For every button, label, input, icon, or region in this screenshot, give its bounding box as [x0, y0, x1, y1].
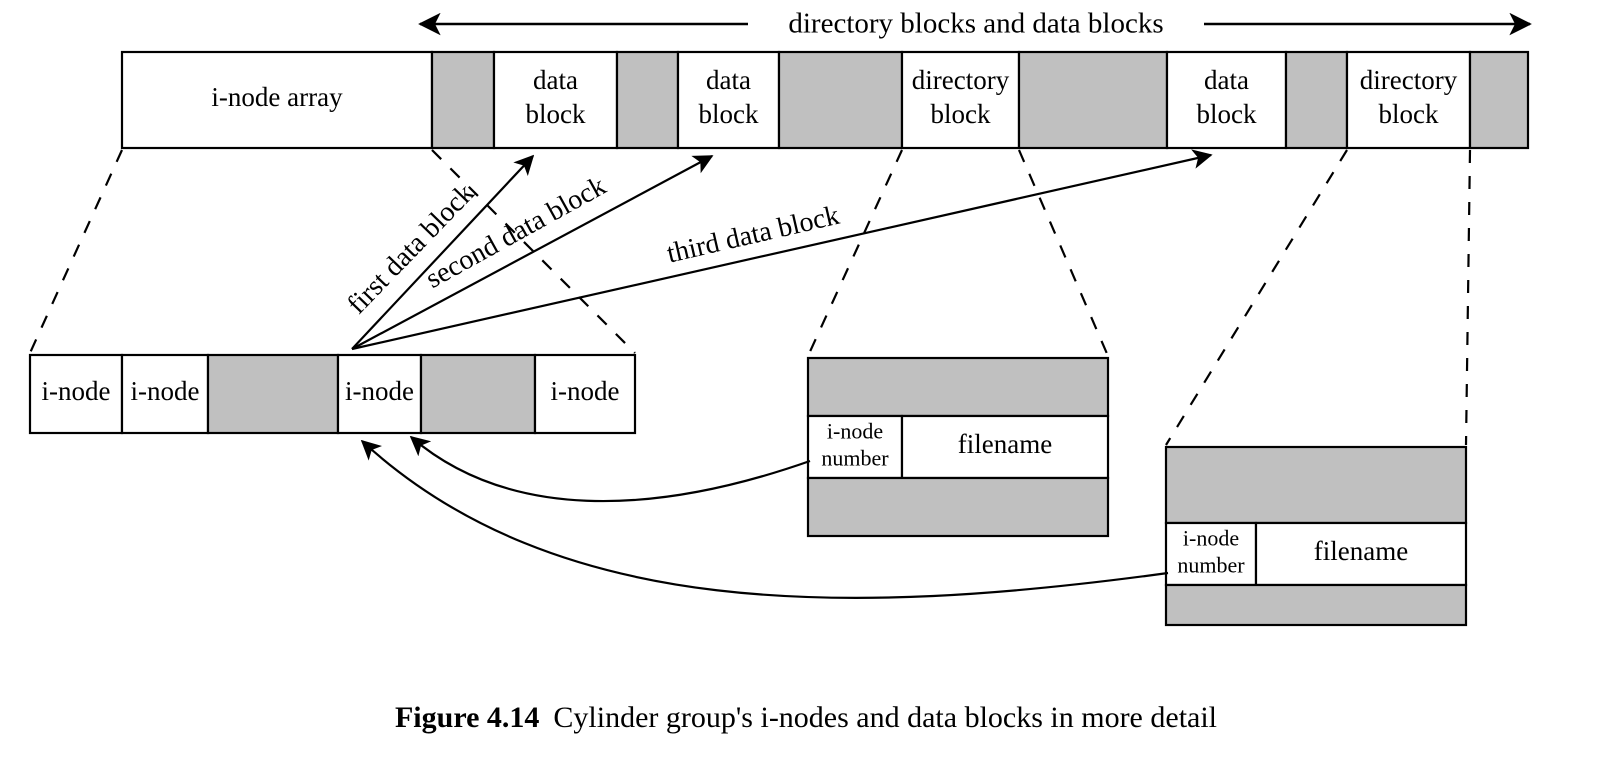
cylinder-group-label-4: block	[699, 99, 759, 129]
dir-detail-lower-filler-row-0	[1164, 445, 1468, 525]
directory-block-left-expand-line	[806, 149, 904, 357]
cylinder-group-label-4: data	[706, 65, 751, 95]
top-axis-label: directory blocks and data blocks	[788, 8, 1163, 40]
cylinder-group-cell-11-empty	[1468, 50, 1530, 150]
inode-array-label-0: i-node	[42, 376, 111, 406]
inode-array-right-expand-line	[431, 149, 636, 354]
dir-detail-upper-filler-row-0	[806, 356, 1110, 418]
figure-caption-text: Cylinder group's i-nodes and data blocks…	[553, 701, 1218, 734]
dir-detail-upper-filename-label: filename	[958, 429, 1052, 459]
cylinder-group-label-6: block	[931, 99, 991, 129]
dir-detail-upper-i-node-number-label: number	[821, 446, 889, 471]
cylinder-group-strip: i-node array data block data block directory b…	[120, 50, 1530, 150]
dir-detail-upper-i-node-number-cell	[806, 414, 904, 480]
cylinder-group-cell-5-empty	[777, 50, 904, 150]
cylinder-group-cell-4-data-block	[676, 50, 781, 150]
inode-array-left-expand-line	[28, 149, 124, 354]
cylinder-group-cell-7-empty	[1017, 50, 1169, 150]
dir-detail-lower-i-node-number-label: number	[1177, 553, 1245, 578]
dashed-connectors-group	[28, 149, 1472, 446]
figure-caption: Figure 4.14 Cylinder group's i-nodes and …	[0, 700, 1612, 736]
cylinder-group-label-0: i-node array	[211, 82, 343, 112]
dir-detail-lower-filename-cell	[1254, 521, 1468, 587]
cylinder-group-label-2: data	[533, 65, 578, 95]
inode-array-label-1: i-node	[131, 376, 200, 406]
cylinder-group-label-8: block	[1197, 99, 1257, 129]
inode-array-label-5: i-node	[551, 376, 620, 406]
cylinder-group-cell-1-empty	[430, 50, 496, 150]
figure-caption-label: Figure 4.14	[394, 701, 540, 734]
inode-array-cell-0-i-node	[28, 353, 124, 435]
cylinder-group-cell-9-empty	[1284, 50, 1349, 150]
cylinder-group-label-8: data	[1204, 65, 1249, 95]
cylinder-group-label-2: block	[526, 99, 586, 129]
dir-entry-2-to-inode-arrow	[360, 439, 1169, 599]
cylinder-group-label-10: directory	[1360, 65, 1458, 95]
dir-detail-upper-i-node-number-label: i-node	[827, 419, 883, 444]
directory-block2-left-expand-line	[1165, 149, 1348, 446]
cylinder-group-cell-6-directory-block	[900, 50, 1021, 150]
entry-link-arrows-group	[360, 435, 1169, 599]
third-data-block-arrow	[351, 149, 1213, 351]
cylinder-group-label-10: block	[1379, 99, 1439, 129]
inode-array-cell-5-i-node	[533, 353, 637, 435]
dir-detail-lower-filler-row-2	[1164, 583, 1468, 627]
dir-detail-lower-i-node-number-label: i-node	[1183, 526, 1239, 551]
inode-array-cell-2-empty	[206, 353, 340, 435]
top-axis-group: directory blocks and data blocks	[418, 8, 1532, 40]
inode-array-cell-4-empty	[419, 353, 537, 435]
cylinder-group-label-6: directory	[912, 65, 1010, 95]
cylinder-group-cell-10-directory-block	[1345, 50, 1472, 150]
directory-block-right-expand-line	[1017, 149, 1110, 357]
first-data-block-arrow	[351, 154, 535, 350]
directory-block2-right-expand-line	[1464, 149, 1472, 446]
cylinder-group-cell-2-data-block	[492, 50, 619, 150]
inode-array-detail-strip: i-node i-node i-node i-node	[28, 353, 637, 435]
dir-detail-lower-filename-label: filename	[1314, 536, 1408, 566]
second-data-block-arrow	[351, 155, 714, 350]
inode-array-label-3: i-node	[345, 376, 414, 406]
dir-entry-1-to-inode-arrow	[409, 435, 811, 503]
cylinder-group-cell-3-empty	[615, 50, 680, 150]
cylinder-group-cell-0-i-node-array	[120, 50, 434, 150]
dir-detail-upper-filler-row-2	[806, 476, 1110, 538]
inode-array-cell-3-i-node	[336, 353, 423, 435]
